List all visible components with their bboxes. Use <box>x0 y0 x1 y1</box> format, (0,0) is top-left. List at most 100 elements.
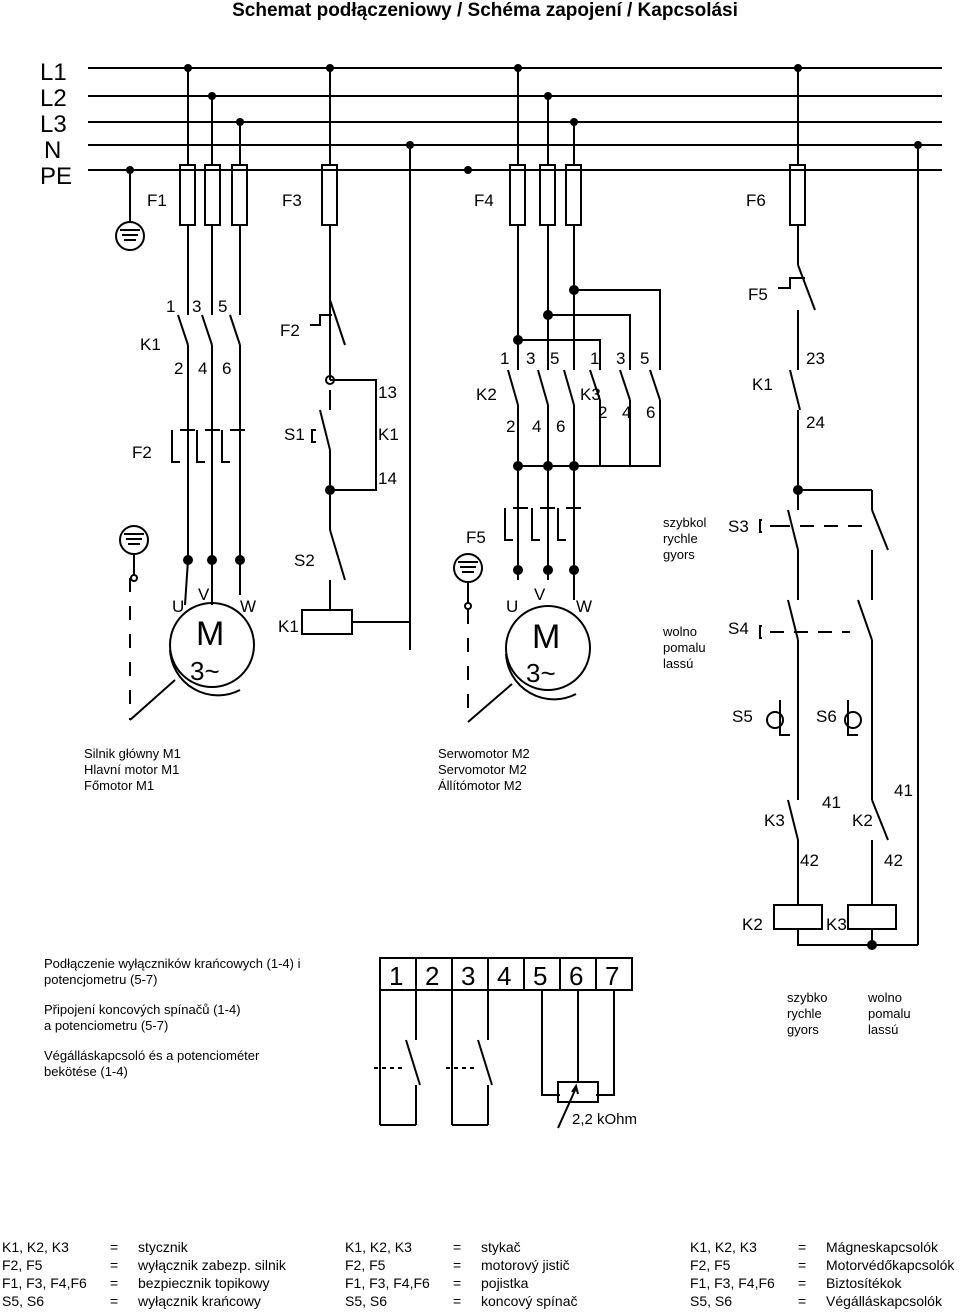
motor-m1-label-u: U <box>172 597 184 616</box>
relay-label-f2: F2 <box>280 321 300 340</box>
terminal-label-k3-5: 5 <box>640 349 649 368</box>
legend-pl: K1, K2, K3=stycznik F2, F5=wyłącznik zab… <box>2 1239 286 1309</box>
page-title: Schemat podłączeniowy / Schéma zapojení … <box>232 0 738 21</box>
fuse-label-f4: F4 <box>474 191 494 210</box>
terminal-label-5: 5 <box>218 297 227 316</box>
motor-m2-label-u: U <box>506 597 518 616</box>
terminal-label-k2-2: 2 <box>506 417 515 436</box>
terminal-label-k3-42: 42 <box>800 851 819 870</box>
terminal-label-k2-41: 41 <box>894 781 913 800</box>
terminal-4: 4 <box>497 961 511 991</box>
terminal-7: 7 <box>605 961 619 991</box>
fuse-label-f1: F1 <box>147 191 167 210</box>
terminal-label-6: 6 <box>222 359 231 378</box>
supply-lines <box>88 67 942 171</box>
ground-icon-2 <box>119 525 149 582</box>
potentiometer-symbol <box>557 1081 599 1103</box>
motor-m2-label-m: M <box>532 618 560 656</box>
protect-label-f2: F2 <box>132 443 152 462</box>
legend-hu: K1, K2, K3=Mágneskapcsolók F2, F5=Motorv… <box>690 1239 955 1309</box>
fuse-f1-a <box>179 164 196 226</box>
switch-label-s6: S6 <box>816 707 837 726</box>
terminal-label-4: 4 <box>198 359 207 378</box>
terminal-label-k3-4: 4 <box>622 403 631 422</box>
k1-control-circuit <box>301 68 411 650</box>
terminal-label-k3-6: 6 <box>646 403 655 422</box>
contactor-label-k2-coil: K2 <box>742 915 763 934</box>
contactor-label-k1-hold: K1 <box>378 425 399 444</box>
motor-m1-label-m: M <box>196 615 224 653</box>
line-label-l1: L1 <box>40 59 67 86</box>
terminal-2: 2 <box>425 961 439 991</box>
fuse-label-f6: F6 <box>746 191 766 210</box>
terminal-label-13: 13 <box>378 383 397 402</box>
connection-text-cz: Připojení koncových spínačů (1-4)a poten… <box>44 1002 241 1033</box>
motor-m2-label-phase: 3~ <box>526 658 556 688</box>
motor-m1-label-w: W <box>240 597 256 616</box>
motor-m1-label-v: V <box>198 585 210 604</box>
switch-label-s3: S3 <box>728 517 749 536</box>
motor-m2-circuit <box>467 68 661 723</box>
contactor-label-k1-coil: K1 <box>278 617 299 636</box>
terminal-label-2: 2 <box>174 359 183 378</box>
contactor-label-k3: K3 <box>580 385 601 404</box>
line-label-n: N <box>44 137 61 164</box>
m2-control-circuit <box>759 68 919 950</box>
line-label-l2: L2 <box>40 85 67 112</box>
switch-label-s4: S4 <box>728 619 749 638</box>
legend-cz: K1, K2, K3=stykač F2, F5=motorový jistič… <box>345 1239 578 1309</box>
terminal-label-k2-42: 42 <box>884 851 903 870</box>
terminal-block <box>374 957 633 1129</box>
switch-label-s5: S5 <box>732 707 753 726</box>
terminal-label-k2-1: 1 <box>500 349 509 368</box>
terminal-label-3: 3 <box>192 297 201 316</box>
k3-coil <box>847 904 897 930</box>
terminal-label-k3-2: 2 <box>598 403 607 422</box>
ground-icon-1 <box>115 170 145 251</box>
fuse-f4-c <box>565 164 582 226</box>
contactor-label-k3-interlock: K3 <box>764 811 785 830</box>
contactor-label-k2-interlock: K2 <box>852 811 873 830</box>
terminal-label-14: 14 <box>378 469 397 488</box>
ground-icon-3 <box>453 553 483 610</box>
terminal-label-24: 24 <box>806 413 825 432</box>
line-label-l3: L3 <box>40 111 67 138</box>
line-label-pe: PE <box>40 163 72 190</box>
terminal-label-k3-41: 41 <box>822 793 841 812</box>
fuse-f1-b <box>204 164 221 226</box>
protect-label-f5: F5 <box>466 528 486 547</box>
k2-coil <box>773 904 823 930</box>
fuse-label-f3: F3 <box>282 191 302 210</box>
junction-dots <box>126 64 922 174</box>
contactor-label-k1: K1 <box>140 335 161 354</box>
fuse-f4-a <box>509 164 526 226</box>
motor-m2-label-w: W <box>576 597 592 616</box>
k1-coil <box>301 609 353 635</box>
switch-label-s1: S1 <box>284 425 305 444</box>
relay-label-f5: F5 <box>748 285 768 304</box>
motor-m1-symbol <box>169 602 255 688</box>
terminal-label-k2-4: 4 <box>532 417 541 436</box>
contactor-label-k3-coil: K3 <box>826 915 847 934</box>
motor-m2-label-v: V <box>534 585 546 604</box>
contactor-label-k1-aux: K1 <box>752 375 773 394</box>
terminal-label-k2-3: 3 <box>526 349 535 368</box>
fuse-f6 <box>789 164 806 226</box>
motor-m1-label-phase: 3~ <box>190 656 220 686</box>
terminal-label-k2-6: 6 <box>556 417 565 436</box>
terminal-label-k2-5: 5 <box>550 349 559 368</box>
switch-label-s2: S2 <box>294 551 315 570</box>
terminal-5: 5 <box>533 961 547 991</box>
terminal-6: 6 <box>569 961 583 991</box>
connection-text-pl: Podłączenie wyłączników krańcowych (1-4)… <box>44 956 301 987</box>
terminal-label-k3-1: 1 <box>590 349 599 368</box>
fuse-f3 <box>321 164 338 226</box>
motor-m1-circuit <box>129 68 255 721</box>
